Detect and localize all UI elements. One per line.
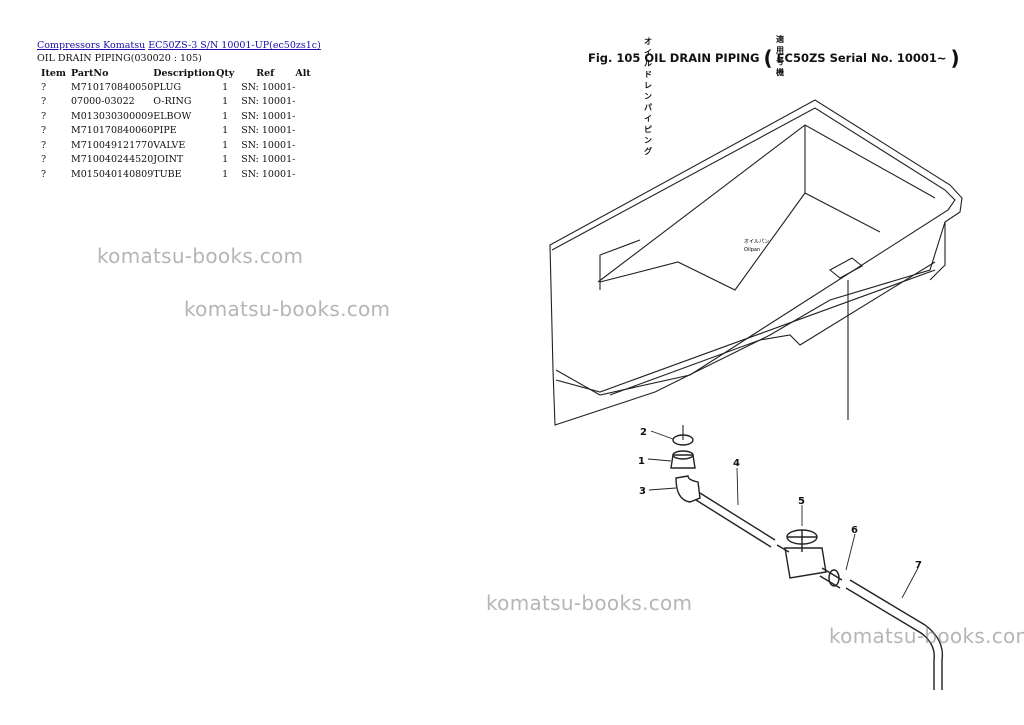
header-item: Item xyxy=(41,67,66,79)
parts-table: Item PartNo Description Qty Ref Alt ? M7… xyxy=(37,66,315,182)
callout-3: 3 xyxy=(639,486,646,497)
cell-ref: SN: 10001- xyxy=(241,81,296,93)
callout-1: 1 xyxy=(638,456,645,467)
breadcrumb-link-model[interactable]: EC50ZS-3 S/N 10001-UP(ec50zs1c) xyxy=(148,40,321,51)
cell-description: O-RING xyxy=(153,96,192,108)
table-row: ? M710170840060 PIPE 1 SN: 10001- xyxy=(37,124,315,139)
cell-qty: 1 xyxy=(222,125,229,137)
cell-ref: SN: 10001- xyxy=(241,168,296,180)
cell-ref: SN: 10001- xyxy=(241,110,296,122)
figure-serial: EC50ZS Serial No. 10001~ xyxy=(776,51,947,65)
callout-5: 5 xyxy=(798,496,805,507)
cell-description: PIPE xyxy=(153,125,177,137)
cell-description: VALVE xyxy=(153,139,186,151)
header-partno: PartNo xyxy=(71,67,109,79)
cell-item: ? xyxy=(41,139,47,151)
callout-6: 6 xyxy=(851,525,858,536)
piping-parts xyxy=(670,434,944,690)
cell-description: JOINT xyxy=(153,154,184,166)
callout-2: 2 xyxy=(640,427,647,438)
table-row: ? M710170840050 PLUG 1 SN: 10001- xyxy=(37,80,315,95)
watermark-3: komatsu-books.com xyxy=(486,591,693,615)
section-title: OIL DRAIN PIPING(030020 : 105) xyxy=(37,53,202,64)
cell-partno: M710170840060 xyxy=(71,125,154,137)
callout-7: 7 xyxy=(915,560,922,571)
leader-lines xyxy=(647,430,919,599)
header-ref: Ref xyxy=(256,67,275,79)
cell-qty: 1 xyxy=(222,154,229,166)
cell-description: TUBE xyxy=(153,168,182,180)
cell-item: ? xyxy=(41,125,47,137)
cell-partno: 07000-03022 xyxy=(71,96,135,108)
cell-partno: M710049121770 xyxy=(71,139,154,151)
callout-numbers: 2 1 3 4 5 6 7 xyxy=(638,427,922,571)
header-alt: Alt xyxy=(295,67,311,79)
cell-ref: SN: 10001- xyxy=(241,139,296,151)
cell-qty: 1 xyxy=(222,96,229,108)
cell-item: ? xyxy=(41,168,47,180)
cell-item: ? xyxy=(41,110,47,122)
watermark-2: komatsu-books.com xyxy=(184,297,391,321)
watermark-1: komatsu-books.com xyxy=(97,244,304,268)
breadcrumb: Compressors Komatsu EC50ZS-3 S/N 10001-U… xyxy=(37,40,321,51)
paren-close: ) xyxy=(950,46,960,70)
table-row: ? M013030300009 ELBOW 1 SN: 10001- xyxy=(37,109,315,124)
cell-qty: 1 xyxy=(222,139,229,151)
figure-caption: Fig. 105 OIL DRAIN PIPING ( EC50ZS Seria… xyxy=(588,46,960,70)
figure-title: Fig. 105 OIL DRAIN PIPING xyxy=(588,51,760,65)
watermark-4: komatsu-books.com xyxy=(829,624,1024,648)
header-qty: Qty xyxy=(216,67,235,79)
cell-item: ? xyxy=(41,96,47,108)
cell-description: PLUG xyxy=(153,81,182,93)
cell-item: ? xyxy=(41,81,47,93)
table-header-row: Item PartNo Description Qty Ref Alt xyxy=(37,66,315,80)
figure-jp-title: オイル ドレン パイピング xyxy=(644,37,654,156)
cell-description: ELBOW xyxy=(153,110,192,122)
oil-pan-drawing xyxy=(549,99,963,440)
table-row: ? 07000-03022 O-RING 1 SN: 10001- xyxy=(37,95,315,110)
breadcrumb-link-compressors[interactable]: Compressors Komatsu xyxy=(37,40,146,51)
table-row: ? M710049121770 VALVE 1 SN: 10001- xyxy=(37,138,315,153)
tank-label: Oilpan xyxy=(744,247,760,253)
paren-open: ( xyxy=(763,46,773,70)
table-row: ? M015040140809 TUBE 1 SN: 10001- xyxy=(37,167,315,182)
cell-partno: M710170840050 xyxy=(71,81,154,93)
header-description: Description xyxy=(153,67,216,79)
cell-ref: SN: 10001- xyxy=(241,154,296,166)
table-row: ? M710040244520 JOINT 1 SN: 10001- xyxy=(37,153,315,168)
cell-partno: M710040244520 xyxy=(71,154,154,166)
tank-label-jp: オイルパン xyxy=(744,239,769,245)
cell-qty: 1 xyxy=(222,110,229,122)
cell-qty: 1 xyxy=(222,81,229,93)
cell-item: ? xyxy=(41,154,47,166)
cell-qty: 1 xyxy=(222,168,229,180)
cell-partno: M013030300009 xyxy=(71,110,154,122)
cell-ref: SN: 10001- xyxy=(241,125,296,137)
cell-partno: M015040140809 xyxy=(71,168,154,180)
cell-ref: SN: 10001- xyxy=(241,96,296,108)
callout-4: 4 xyxy=(733,458,740,469)
figure-jp-serial: 適 用 号 機 xyxy=(776,35,786,77)
